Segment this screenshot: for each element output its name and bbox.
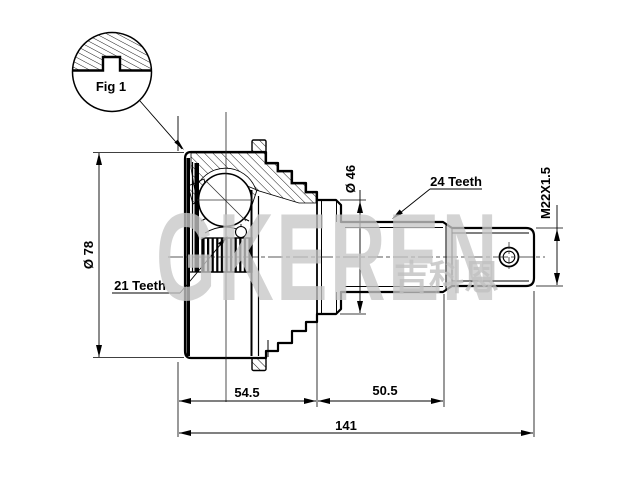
bearing-ball [197, 172, 253, 228]
dim-shaft-length: 50.5 [318, 383, 443, 404]
centerlines [168, 112, 545, 402]
dim-ring-diameter-text: Ø 46 [343, 165, 358, 193]
joint-outline [183, 150, 536, 360]
fig1-detail: Fig 1 [71, 31, 184, 151]
dim-housing-length-text: 54.5 [234, 385, 259, 400]
annotation-outer-spline: 24 Teeth [392, 174, 482, 219]
dim-housing-length: 54.5 [179, 385, 316, 404]
inner-spline-arrowhead [218, 236, 228, 247]
dim-housing-diameter: Ø 78 [81, 152, 184, 358]
dim-shaft-length-text: 50.5 [372, 383, 397, 398]
fig1-leader-arrowhead [174, 139, 184, 150]
bell-rim-lines [250, 190, 269, 357]
dim-housing-diameter-text: Ø 78 [81, 241, 96, 269]
dim-thread-spec: M22X1.5 [536, 167, 563, 287]
fig1-label: Fig 1 [96, 79, 126, 94]
circlip-section [234, 225, 248, 239]
dim-total-length-text: 141 [335, 418, 357, 433]
dim-ring-diameter: Ø 46 [340, 165, 366, 315]
dim-bottom-lengths: 54.5 50.5 141 [177, 291, 535, 437]
abs-ring-tabs [251, 139, 267, 372]
fig1-leader-line [139, 100, 183, 150]
dim-total-length: 141 [179, 418, 533, 436]
outer-spline-arrowhead [392, 209, 403, 219]
annotation-inner-spline: 21 Teeth [112, 236, 228, 294]
outer-spline-label: 24 Teeth [430, 174, 482, 189]
spline-bore [201, 237, 253, 273]
inner-spline-label: 21 Teeth [114, 278, 166, 293]
dim-thread-spec-text: M22X1.5 [538, 167, 553, 219]
